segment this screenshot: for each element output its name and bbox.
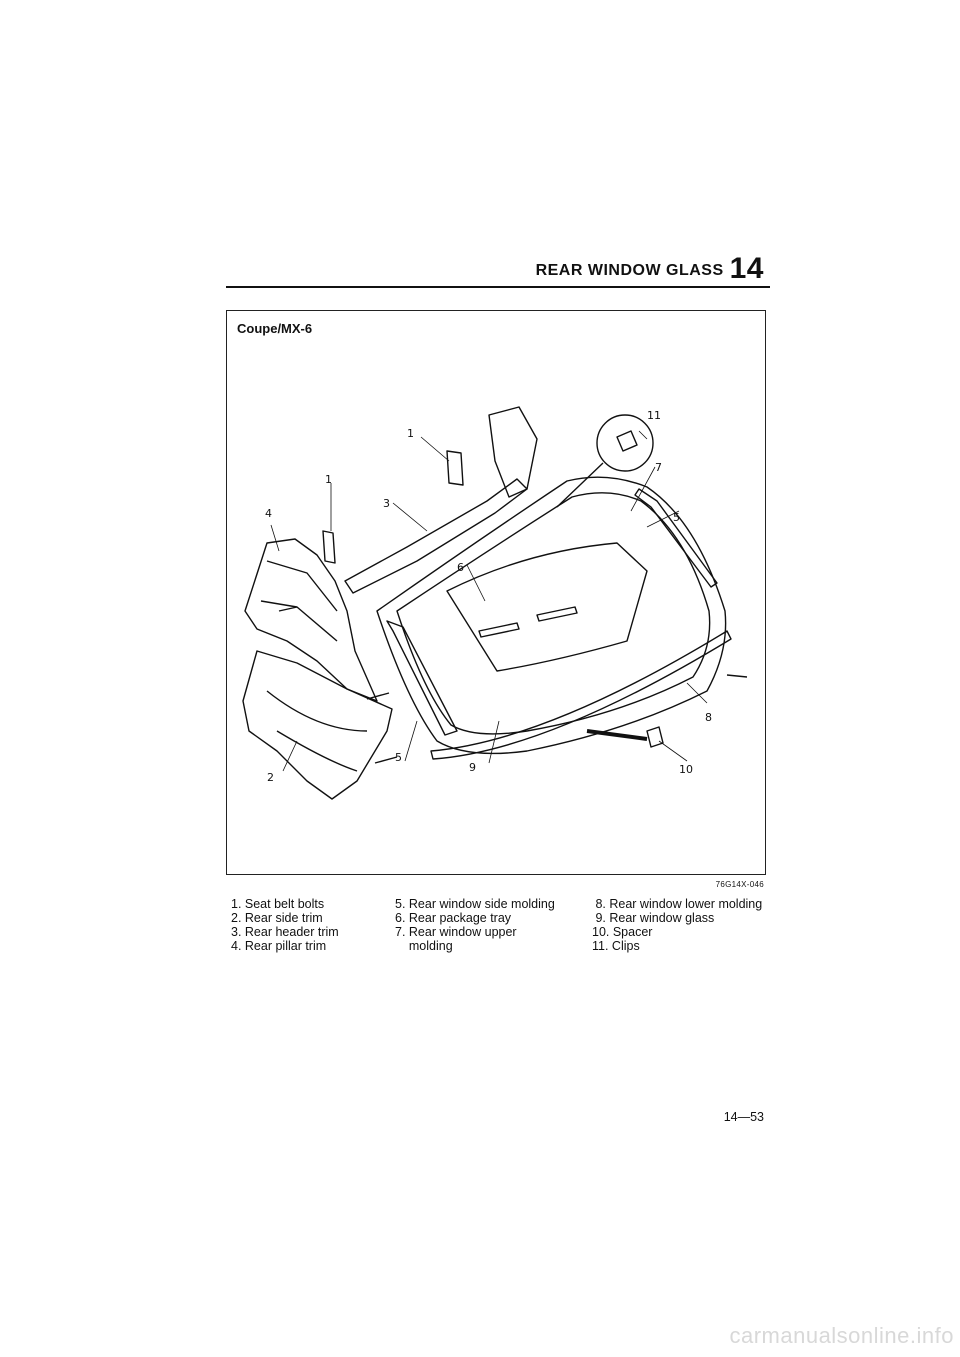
legend-item: 1. Seat belt bolts [231, 897, 325, 911]
legend-column-2: 5. Rear window side molding 6. Rear pack… [395, 897, 555, 953]
callout-10: 10 [679, 763, 693, 776]
figure-code: 76G14X-046 [715, 880, 764, 889]
legend-item: 7. Rear window upper [395, 925, 517, 939]
callout-3: 3 [383, 497, 390, 510]
callout-5-left: 5 [395, 751, 402, 764]
seat-belt-bracket-top [446, 450, 464, 486]
legend-item: molding [395, 939, 453, 953]
rear-pillar-trim [244, 538, 378, 702]
callout-7: 7 [655, 461, 662, 474]
callout-1-left: 1 [325, 473, 332, 486]
figure-label: Coupe/MX-6 [237, 321, 313, 336]
lower-molding [430, 630, 732, 760]
legend-item: 10. Spacer [592, 925, 653, 939]
legend-column-3: 8. Rear window lower molding 9. Rear win… [592, 897, 762, 953]
rear-header-trim [344, 478, 528, 594]
legend-item: 6. Rear package tray [395, 911, 512, 925]
header-rule [226, 286, 770, 288]
side-molding-left [386, 620, 458, 736]
legend-item: 5. Rear window side molding [395, 897, 555, 911]
section-title: REAR WINDOW GLASS 14 [536, 252, 764, 286]
legend-item: 2. Rear side trim [231, 911, 323, 925]
side-molding-right [634, 488, 718, 588]
exploded-diagram: 1 1 2 3 4 5 5 6 7 8 9 10 11 [242, 406, 748, 800]
callout-9: 9 [469, 761, 476, 774]
legend-item: 11. Clips [592, 939, 640, 953]
spacer [646, 726, 664, 748]
rear-package-tray [446, 542, 648, 672]
watermark: carmanualsonline.info [729, 1323, 954, 1348]
page-number: 14—53 [723, 1110, 764, 1124]
callout-8: 8 [705, 711, 712, 724]
legend-item: 8. Rear window lower molding [592, 897, 763, 911]
clip-detail [596, 414, 654, 472]
section-number: 14 [729, 252, 764, 285]
legend-item: 9. Rear window glass [592, 911, 715, 925]
legend-column-1: 1. Seat belt bolts 2. Rear side trim 3. … [231, 897, 339, 953]
callout-4: 4 [265, 507, 272, 520]
figure-frame: Coupe/MX-6 [226, 310, 766, 875]
callout-1-top: 1 [407, 427, 414, 440]
legend-item: 3. Rear header trim [231, 925, 339, 939]
seat-belt-bracket-left [322, 530, 336, 564]
rear-side-trim [242, 650, 393, 800]
callout-6: 6 [457, 561, 464, 574]
callout-5-right: 5 [673, 511, 680, 524]
callout-2: 2 [267, 771, 274, 784]
legend-item: 4. Rear pillar trim [231, 939, 327, 953]
section-title-text: REAR WINDOW GLASS [535, 262, 724, 279]
callout-11: 11 [647, 409, 661, 422]
